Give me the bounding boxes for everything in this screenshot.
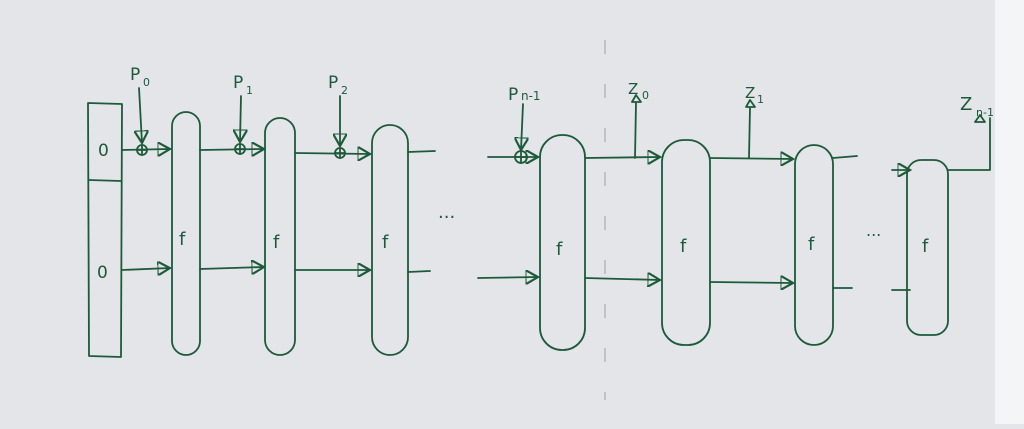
input-pn-1: P n-1 <box>508 85 541 164</box>
paper-edge <box>995 0 1024 424</box>
output-label: Z <box>628 80 638 98</box>
output-label: Z <box>960 94 972 115</box>
f-block: f <box>661 139 711 346</box>
f-block: f <box>906 159 949 336</box>
f-block: f <box>794 144 834 346</box>
input-subscript: 0 <box>143 76 150 89</box>
input-subscript: 2 <box>341 84 348 97</box>
input-p2: P 2 <box>328 73 348 159</box>
input-label: P <box>233 73 243 93</box>
input-label: P <box>130 65 140 85</box>
state-bottom-value: 0 <box>97 263 108 283</box>
f-label: f <box>179 229 186 250</box>
state-top-value: 0 <box>98 141 109 161</box>
input-p0: P 0 <box>130 65 150 156</box>
output-label: Z <box>745 84 755 102</box>
f-label: f <box>556 239 563 260</box>
input-subscript: 1 <box>246 84 253 97</box>
f-block: f <box>171 111 201 356</box>
f-label: f <box>680 236 687 257</box>
f-label: f <box>808 234 815 255</box>
f-blocks: f f f f f f f <box>171 111 949 356</box>
f-block: f <box>539 134 586 351</box>
output-subscript: 0 <box>642 89 649 102</box>
data-lines <box>121 149 910 291</box>
initial-state-register: 0 0 <box>87 102 123 358</box>
f-label: f <box>922 236 929 257</box>
input-label: P <box>508 85 518 105</box>
output-z1: Z 1 <box>745 84 764 159</box>
input-subscript: n-1 <box>521 89 541 103</box>
f-block: f <box>371 124 409 356</box>
input-p1: P 1 <box>233 73 253 155</box>
f-label: f <box>273 232 280 253</box>
f-block: f <box>264 117 296 356</box>
output-zn-1: Z n-1 <box>947 94 994 171</box>
output-z0: Z 0 <box>628 80 649 159</box>
ellipsis: ... <box>866 221 881 240</box>
f-label: f <box>382 232 389 253</box>
input-label: P <box>328 73 338 93</box>
output-subscript: 1 <box>757 93 764 106</box>
ellipsis: ... <box>438 202 455 223</box>
